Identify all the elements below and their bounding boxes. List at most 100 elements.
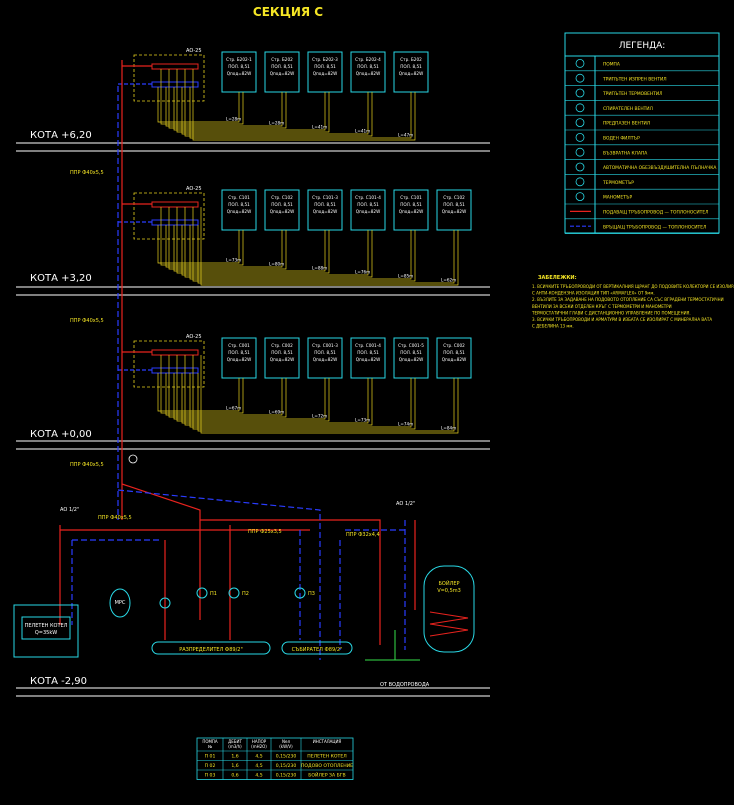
air-vent-right: АО 1/2" <box>396 501 415 507</box>
floor-loop-pipe <box>189 373 412 428</box>
loop-length: L=84m <box>441 426 456 431</box>
floor-loop-pipe <box>165 373 283 416</box>
table-cell: ПЕЛЕТЕН КОТЕЛ <box>307 754 346 760</box>
legend-item-label: МАНОМЕТЪР <box>603 195 632 201</box>
floor-loop-pipe <box>184 355 373 426</box>
loop-length: L=41m <box>312 125 327 130</box>
expansion-label: МРС <box>115 600 126 606</box>
legend-symbol-icon <box>575 73 585 83</box>
table-cell: 0,15/230 <box>276 754 297 760</box>
note-line: 2. ВЪЗЛИТЕ ЗА ЗАДАВАНЕ НА ПОДОВОТО ОТОПЛ… <box>532 297 724 302</box>
floor-loop-pipe <box>197 225 455 284</box>
room-heat: Qпод=82W <box>227 209 251 214</box>
return-bar <box>151 367 199 374</box>
room-heat: Qпод=82W <box>313 357 337 362</box>
notes-heading: ЗАБЕЛЕЖКИ: <box>538 275 577 281</box>
table-header-cell: ИНСТАЛАЦИЯ <box>313 739 342 744</box>
table-cell: 0,15/230 <box>276 763 297 769</box>
floor-loop-pipe <box>184 207 373 278</box>
note-line: С АНТИ-КОНДЕНЗНА ИЗОЛАЦИЯ ТИП «ARMAFLEX»… <box>532 291 655 296</box>
room-name: Стр. С002 <box>271 343 293 348</box>
loop-length: L=72m <box>312 414 327 419</box>
drawing-title: СЕКЦИЯ С <box>253 5 323 19</box>
room-area: ПОЛ. 8,51 <box>228 64 250 69</box>
room-area: ПОЛ. 8,51 <box>228 202 250 207</box>
legend-item-label: АВТОМАТИЧНА ОБЕЗВЪЗДУШИТЕЛНА ПЪЛНАЧКА <box>603 165 716 171</box>
legend-item-label: ТРИПЪТЕН ТЕРМОВЕНТИЛ <box>602 91 662 97</box>
floor-loop-pipe <box>192 355 416 430</box>
room-heat: Qпод=82W <box>313 209 337 214</box>
floor-loop-pipe <box>160 355 244 414</box>
room-area: ПОЛ. 8,51 <box>314 350 336 355</box>
room-name: Стр. Б202-4 <box>355 57 381 62</box>
table-cell: 0,6 <box>231 773 238 779</box>
floor-loop-pipe <box>189 225 412 280</box>
basement-equipment <box>13 483 475 661</box>
table-cell: П 03 <box>205 773 216 779</box>
room-name: Стр. Б202-3 <box>312 57 338 62</box>
loop-length: L=41m <box>355 129 370 134</box>
floor-loop-pipe <box>160 69 244 125</box>
loop-length: L=62m <box>441 278 456 283</box>
table-header-cell: ДЕБИТ <box>228 739 242 744</box>
room-area: ПОЛ. 8,51 <box>357 202 379 207</box>
table-cell: 4,5 <box>255 754 262 760</box>
water-inlet-label: ОТ ВОДОПРОВОДА <box>380 682 430 688</box>
legend-item-label: ПРЕДПАЗЕН ВЕНТИЛ <box>603 121 650 127</box>
table-header-cell: НАПОР <box>252 739 267 744</box>
level-label-3: КОТА +0,00 <box>30 429 92 440</box>
floor-loop-pipe <box>181 87 369 135</box>
boiler-power: Q=35kW <box>35 630 57 636</box>
floor-loop-pipe <box>192 207 416 282</box>
room-name: Стр. Б202 <box>400 57 422 62</box>
level-label-4: КОТА -2,90 <box>30 676 87 687</box>
note-line: ВЕНТИЛИ ЗА ВСЕКИ ОТДЕЛЕН КРЪГ С ТЕРМОМЕТ… <box>532 304 672 309</box>
floor-loop-pipe <box>157 87 240 123</box>
floor-loop-pipe <box>157 225 240 264</box>
pump-label-1: П1 <box>210 591 217 597</box>
pump-table: ПОМПА№ДЕБИТ(m3/h)НАПОР(mН2О)Nел(kW/V)ИНС… <box>196 737 354 780</box>
collector-label: АО-25 <box>186 334 202 340</box>
room-area: ПОЛ. 8,51 <box>400 350 422 355</box>
room-heat: Qпод=82W <box>227 357 251 362</box>
legend-symbol-icon <box>575 147 585 157</box>
floor-loop-pipe <box>160 207 244 266</box>
note-line: С ДЕБЕЛИНА 13 мм. <box>532 324 574 329</box>
pump-label-3: П3 <box>308 591 315 597</box>
loop-length: L=67m <box>226 406 241 411</box>
table-cell: П 01 <box>205 754 216 760</box>
loop-length: L=28m <box>226 117 241 122</box>
notes-block: ЗАБЕЛЕЖКИ: 1. ВСИЧКИТЕ ТРЪБОПРОВОДИ ОТ В… <box>531 275 734 329</box>
legend-symbol-icon <box>575 162 585 172</box>
room-name: Стр. С101-3 <box>312 195 338 200</box>
legend-symbol-icon <box>575 132 585 142</box>
room-name: Стр. С101 <box>400 195 422 200</box>
room-name: Стр. Б202 <box>271 57 293 62</box>
table-header-cell: Nел <box>282 739 290 744</box>
table-cell: 0,15/230 <box>276 773 297 779</box>
room-name: Стр. С102 <box>443 195 465 200</box>
table-cell: 1,6 <box>231 763 238 769</box>
boiler-label: ПЕЛЕТЕН КОТЕЛ <box>25 623 68 629</box>
room-area: ПОЛ. 8,51 <box>271 64 293 69</box>
room-area: ПОЛ. 8,51 <box>271 202 293 207</box>
table-header-cell: (m3/h) <box>228 744 242 749</box>
table-cell: 1,6 <box>231 754 238 760</box>
room-heat: Qпод=82W <box>356 209 380 214</box>
table-cell: 4,5 <box>255 773 262 779</box>
room-heat: Qпод=82W <box>313 71 337 76</box>
room-area: ПОЛ. 8,51 <box>228 350 250 355</box>
room-name: Стр. С102 <box>271 195 293 200</box>
tank-label: БОЙЛЕР <box>438 580 459 587</box>
pipe-label-3: ППР Ф32х4,4 <box>346 532 380 538</box>
floor-loop-pipe <box>200 207 459 286</box>
room-heat: Qпод=82W <box>270 357 294 362</box>
room-area: ПОЛ. 8,51 <box>400 64 422 69</box>
floor-loop-pipe <box>168 355 287 418</box>
floor-loop-pipe <box>189 87 412 139</box>
